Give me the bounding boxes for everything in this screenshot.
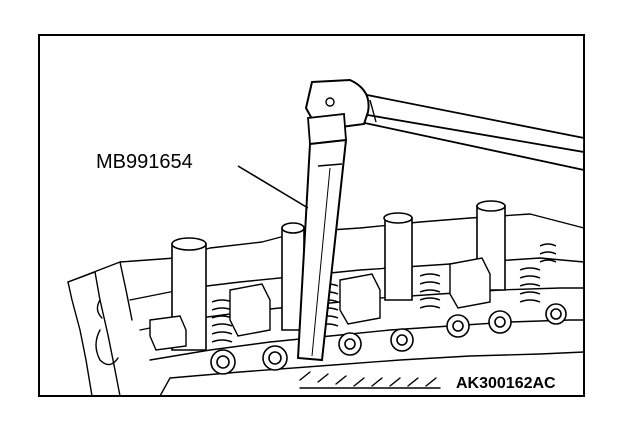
figure-code: AK300162AC xyxy=(456,375,556,392)
valve-rings xyxy=(210,303,567,375)
special-tool xyxy=(296,78,585,362)
valve-post-3 xyxy=(384,217,413,301)
rocker-blocks xyxy=(149,257,491,351)
tool-label: MB991654 xyxy=(96,151,193,173)
leader-line xyxy=(237,165,309,209)
